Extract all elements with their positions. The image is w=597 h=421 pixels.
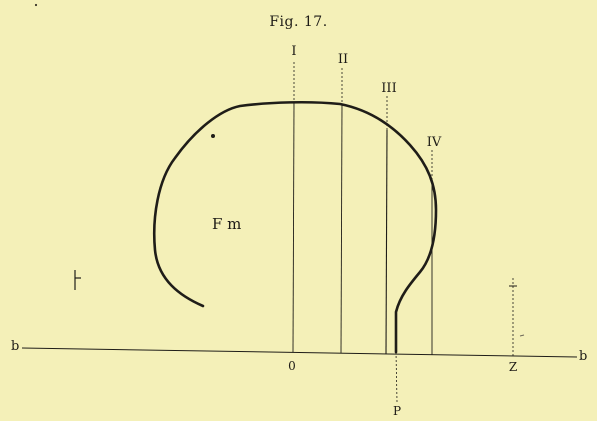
baseline-right-label: b <box>579 349 587 364</box>
figure-title: Fig. 17. <box>269 14 328 30</box>
label-iv: IV <box>427 135 442 150</box>
vertical-iii-line <box>385 129 388 355</box>
region-label: F m <box>212 215 241 233</box>
vertical-i-line <box>292 102 295 353</box>
mark-0: 0 <box>288 359 296 373</box>
mark-z: Z <box>509 360 517 374</box>
mark-p: P <box>393 404 401 418</box>
label-ii: II <box>338 52 348 67</box>
label-iii: III <box>381 81 396 96</box>
vertical-ii-line <box>340 103 343 354</box>
stray-mark <box>519 334 525 337</box>
ink-speck <box>34 3 38 7</box>
label-i: I <box>291 44 296 59</box>
baseline-line <box>21 347 578 358</box>
baseline-left-label: b <box>11 339 19 354</box>
interior-dot <box>211 134 215 138</box>
p-dashed-line <box>395 351 398 403</box>
outline-curve <box>152 100 438 354</box>
